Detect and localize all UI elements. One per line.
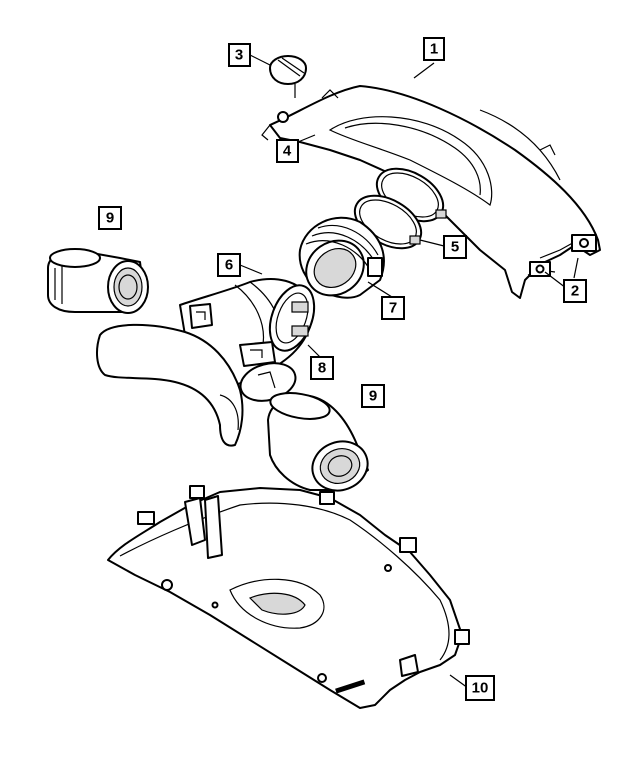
air-filter-left — [47, 248, 149, 314]
retainer-cap — [269, 55, 307, 98]
callout-label: 7 — [389, 300, 397, 317]
callout-2: 2 — [544, 257, 587, 303]
callout-9-center: 9 — [361, 384, 385, 408]
callout-label: 1 — [430, 41, 438, 58]
callout-4: 4 — [276, 134, 316, 163]
callout-1: 1 — [413, 37, 445, 79]
callout-10: 10 — [449, 674, 495, 701]
callout-6: 6 — [217, 253, 263, 277]
callout-5: 5 — [419, 235, 467, 259]
air-filter-center — [267, 392, 369, 492]
callout-label: 2 — [571, 283, 579, 300]
callout-label: 4 — [283, 143, 292, 160]
callout-9-left: 9 — [98, 206, 122, 230]
callout-label: 9 — [369, 388, 377, 405]
callout-label: 6 — [225, 257, 233, 274]
callout-label: 8 — [318, 360, 326, 377]
callout-label: 10 — [472, 680, 489, 697]
duct-coupler — [298, 216, 385, 299]
callout-7: 7 — [367, 281, 405, 320]
air-scoop — [96, 323, 244, 447]
callout-label: 3 — [235, 47, 243, 64]
callout-label: 9 — [106, 210, 114, 227]
callout-label: 5 — [451, 239, 459, 256]
callout-3: 3 — [228, 43, 271, 67]
callout-8: 8 — [307, 344, 334, 380]
lower-air-box — [107, 485, 470, 709]
